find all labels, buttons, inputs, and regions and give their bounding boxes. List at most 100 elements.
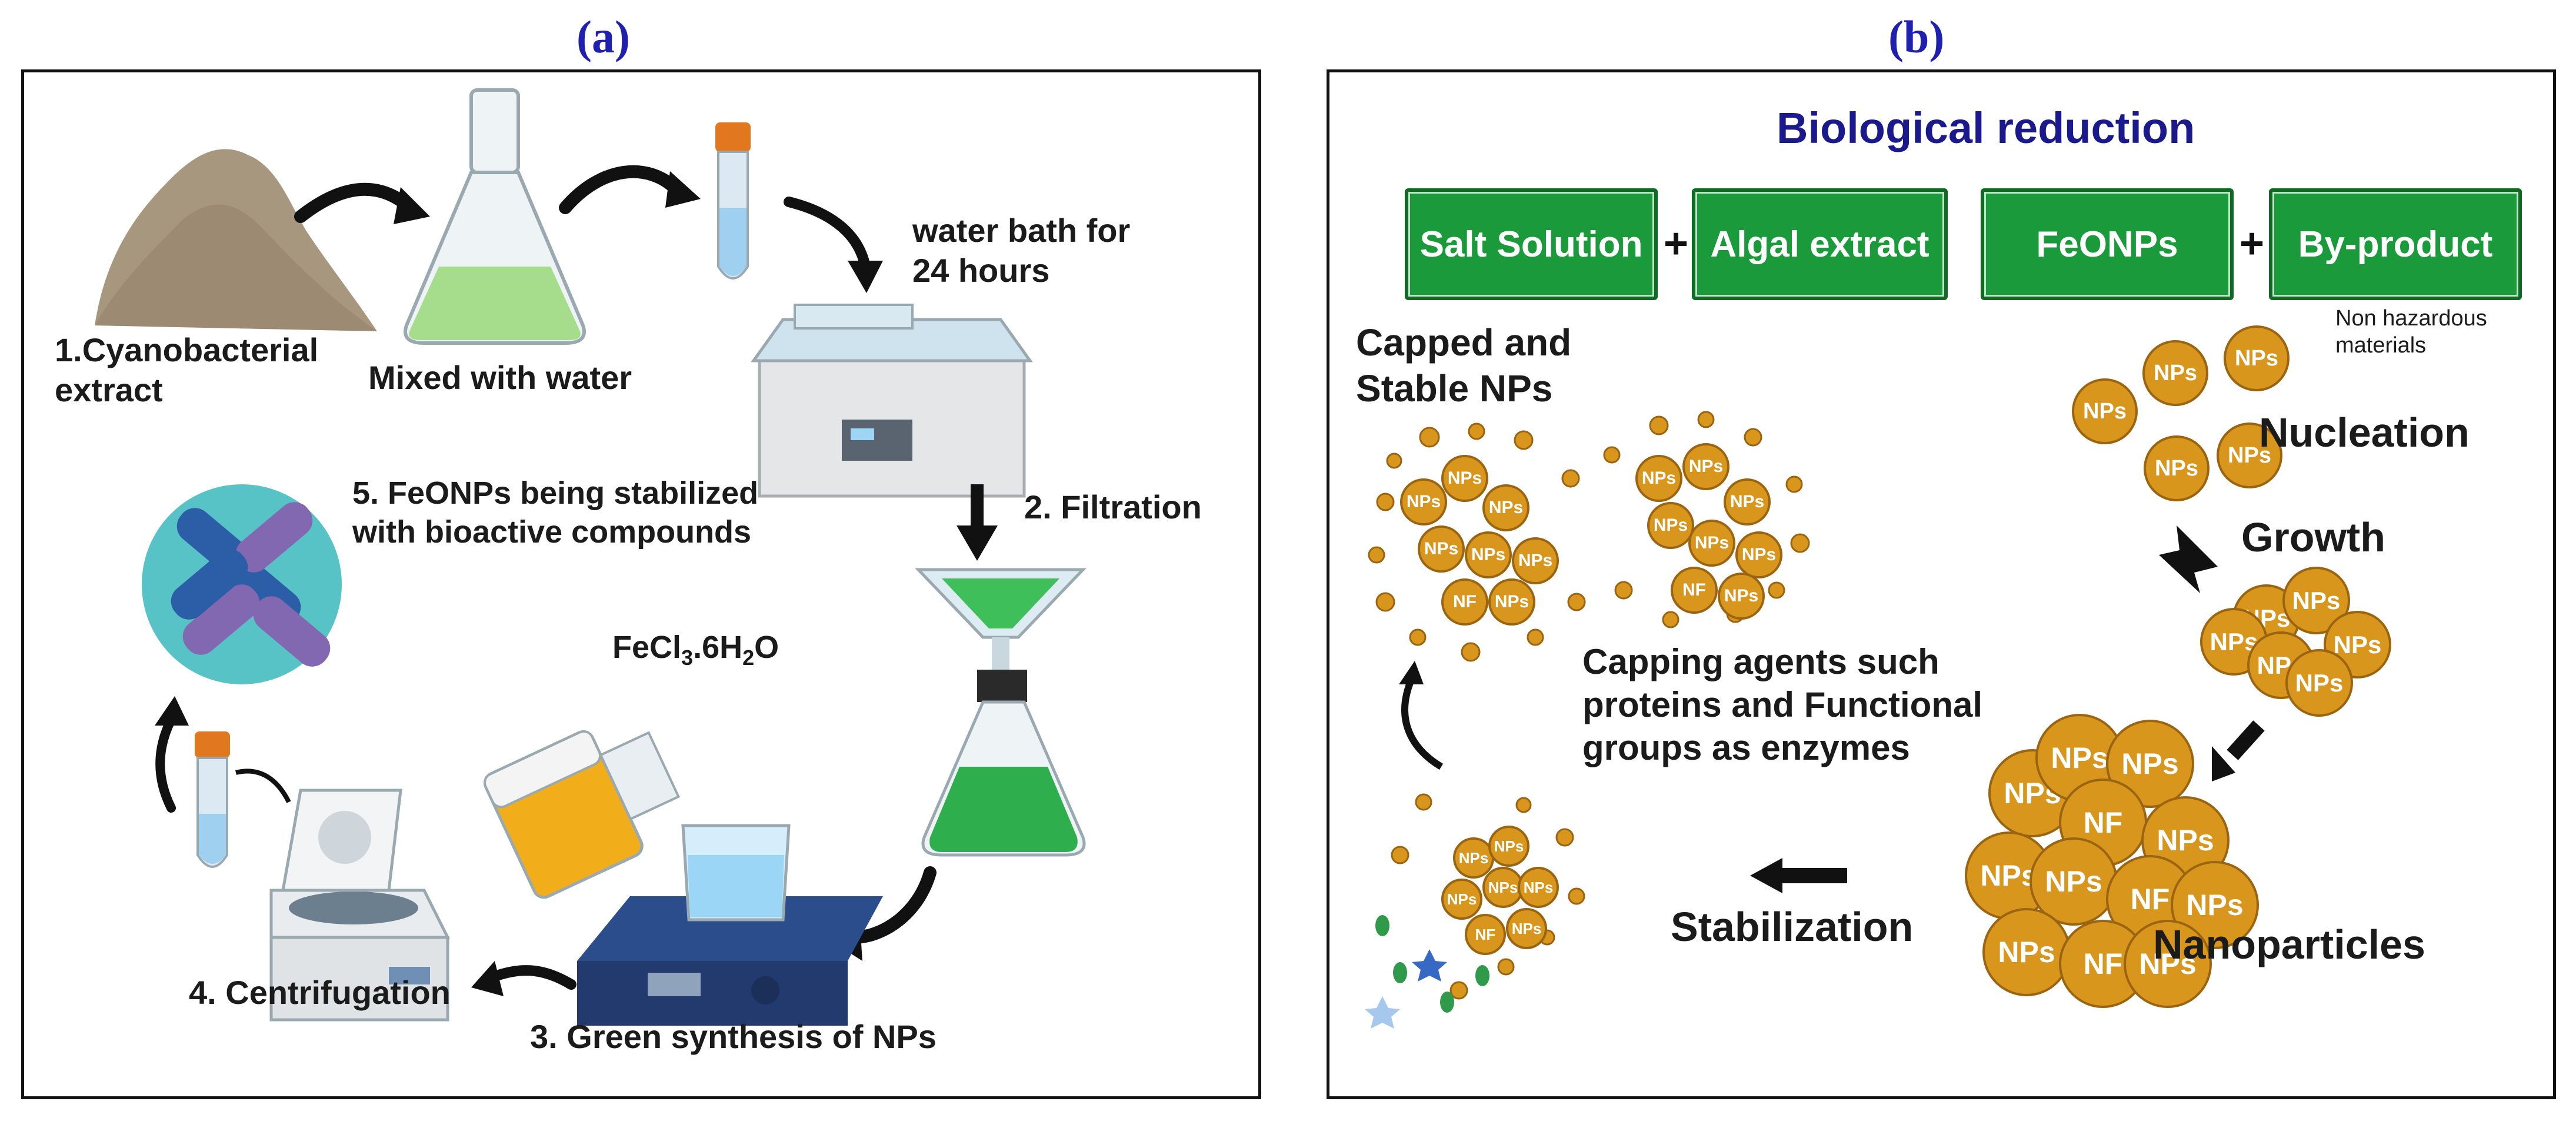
centrifuge-icon bbox=[269, 789, 451, 1022]
capped-line1: Capped and bbox=[1356, 321, 1572, 364]
np-particle: NPs bbox=[2124, 920, 2212, 1008]
np-particle: NPs bbox=[1482, 484, 1529, 531]
flask-icon bbox=[404, 88, 586, 345]
reagent-bottle-icon bbox=[483, 730, 681, 899]
enzyme-shapes bbox=[1365, 915, 1489, 1029]
algal-extract-box: Algal extract bbox=[1692, 188, 1948, 300]
capping-line2: proteins and Functional bbox=[1582, 685, 1983, 725]
np-particle: NPs bbox=[1982, 908, 2071, 996]
reagent-part: .6H bbox=[693, 630, 743, 665]
capping-line1: Capping agents such bbox=[1582, 642, 1940, 681]
arrow-icon bbox=[2227, 720, 2265, 760]
note-line2: materials bbox=[2335, 333, 2427, 358]
np-particle: NF bbox=[1441, 578, 1488, 626]
np-particle: NPs bbox=[1682, 443, 1729, 490]
np-particle: NPs bbox=[2144, 435, 2210, 501]
nanoparticles-label: Nanoparticles bbox=[2153, 922, 2425, 967]
reagent-part: O bbox=[754, 630, 779, 665]
diagram-title: Biological reduction bbox=[1777, 104, 2195, 152]
magnetic-stirrer-icon bbox=[577, 824, 883, 1026]
np-particle: NF bbox=[2059, 920, 2147, 1008]
stabilized-line2: with bioactive compounds bbox=[352, 514, 752, 550]
byproduct-note: Non hazardous materials bbox=[2335, 305, 2487, 360]
np-particle: NPs bbox=[2285, 649, 2353, 717]
nucleation-label: Nucleation bbox=[2259, 410, 2470, 455]
growth-label: Growth bbox=[2241, 514, 2385, 560]
water-bath-label: water bath for 24 hours bbox=[912, 211, 1130, 291]
stabilization-label: Stabilization bbox=[1671, 904, 1914, 950]
np-particle: NF bbox=[1671, 567, 1718, 614]
stabilized-line1: 5. FeONPs being stabilized bbox=[352, 475, 759, 511]
capped-label: Capped and Stable NPs bbox=[1356, 320, 1571, 411]
by-product-box: By-product bbox=[2269, 188, 2522, 300]
bath-line1: water bath for bbox=[912, 212, 1131, 249]
np-particle: NPs bbox=[1418, 525, 1465, 573]
panel-a-label: (a) bbox=[576, 11, 630, 62]
np-particle: NF bbox=[1465, 914, 1506, 955]
stabilized-label: 5. FeONPs being stabilized with bioactiv… bbox=[352, 474, 758, 552]
reagent-part: FeCl bbox=[612, 630, 682, 665]
reagent-subscript: 2 bbox=[742, 645, 755, 670]
centrifugation-label: 4. Centrifugation bbox=[189, 974, 451, 1011]
capping-agents-label: Capping agents such proteins and Functio… bbox=[1582, 640, 1982, 770]
filtration-flask-icon bbox=[915, 568, 1087, 857]
np-particle: NPs bbox=[1400, 478, 1447, 525]
salt-solution-box: Salt Solution bbox=[1405, 188, 1658, 300]
np-particle: NPs bbox=[1635, 455, 1682, 502]
panel-b-arrows bbox=[1365, 411, 2265, 1029]
arrow-icon bbox=[155, 715, 176, 813]
np-particle: NPs bbox=[1688, 520, 1735, 567]
np-particle: NPs bbox=[2072, 378, 2138, 444]
arrow-icon bbox=[559, 165, 684, 214]
capped-line2: Stable NPs bbox=[1356, 367, 1553, 410]
water-bath-icon bbox=[751, 304, 1033, 498]
np-particle: NPs bbox=[2142, 340, 2208, 406]
np-particle: NPs bbox=[1441, 879, 1482, 920]
np-particle: NPs bbox=[2224, 325, 2290, 391]
np-particle: NPs bbox=[1735, 531, 1782, 578]
capping-agent-shapes bbox=[1368, 411, 1810, 1000]
np-particle: NPs bbox=[1441, 455, 1488, 502]
np-particle: NPs bbox=[1647, 502, 1694, 549]
extract-pile-icon bbox=[95, 149, 377, 332]
plus-sign: + bbox=[1664, 220, 1689, 267]
np-particle: NPs bbox=[1488, 578, 1535, 626]
np-particle: NPs bbox=[1518, 867, 1559, 908]
molecule-cluster-icon bbox=[142, 484, 342, 684]
step1-line2: extract bbox=[55, 371, 163, 409]
np-particle: NPs bbox=[1718, 573, 1765, 620]
np-particle: NPs bbox=[1724, 478, 1771, 525]
panel-a-illustrations bbox=[95, 88, 1087, 1026]
arrow-icon bbox=[2159, 525, 2218, 593]
arrow-icon bbox=[1401, 677, 1444, 770]
plus-sign: + bbox=[2240, 220, 2265, 267]
np-particle: NPs bbox=[1488, 826, 1529, 867]
reagent-formula: FeCl3.6H2O bbox=[612, 628, 779, 671]
reagent-subscript: 3 bbox=[681, 645, 694, 670]
np-particle: NPs bbox=[2030, 837, 2118, 926]
np-particle: NPs bbox=[1506, 908, 1547, 949]
panel-a: 1.Cyanobacterial extract Mixed with wate… bbox=[21, 69, 1261, 1099]
test-tube-icon bbox=[715, 122, 751, 280]
step1-label: 1.Cyanobacterial extract bbox=[55, 330, 318, 411]
arrow-icon bbox=[784, 197, 871, 272]
arrow-icon bbox=[294, 182, 413, 223]
np-particle: NPs bbox=[2217, 423, 2282, 488]
green-synthesis-label: 3. Green synthesis of NPs bbox=[530, 1018, 937, 1055]
np-particle: NPs bbox=[2282, 567, 2350, 634]
filtration-label: 2. Filtration bbox=[1024, 488, 1202, 525]
np-particle: NPs bbox=[1482, 867, 1524, 908]
np-particle: NPs bbox=[1465, 531, 1512, 578]
feonps-box: FeONPs bbox=[1981, 188, 2234, 300]
arrow-icon bbox=[957, 525, 998, 561]
step1-line1: 1.Cyanobacterial bbox=[55, 331, 319, 368]
np-particle: NPs bbox=[1512, 537, 1559, 584]
capping-line3: groups as enzymes bbox=[1582, 728, 1910, 768]
mixed-label: Mixed with water bbox=[368, 359, 632, 396]
bath-line2: 24 hours bbox=[912, 252, 1050, 290]
arrow-icon bbox=[847, 866, 937, 944]
arrow-icon bbox=[484, 965, 576, 990]
test-tube-icon bbox=[195, 731, 230, 868]
panel-b-label: (b) bbox=[1888, 11, 1945, 62]
panel-b: Biological reduction Salt Solution + Alg… bbox=[1327, 69, 2556, 1099]
